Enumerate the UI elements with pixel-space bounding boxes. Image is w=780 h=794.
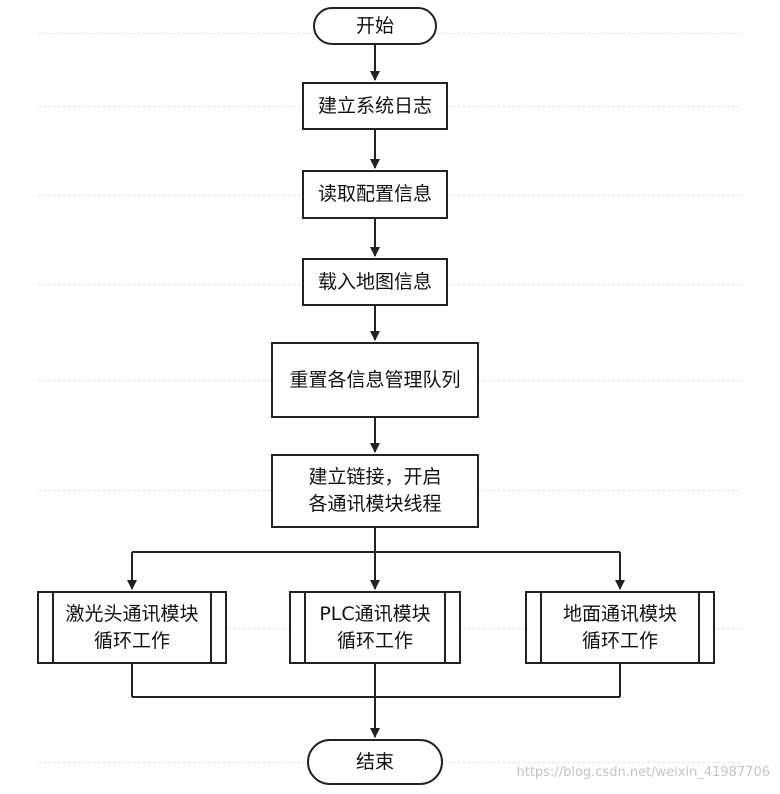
branch-label-line2: 循环工作 (336, 629, 413, 652)
end-node: 结束 (307, 739, 443, 785)
branch-ground-comm: 地面通讯模块 循环工作 (525, 591, 715, 664)
branch-laser-head-comm: 激光头通讯模块 循环工作 (37, 591, 227, 664)
step-label: 载入地图信息 (317, 270, 432, 293)
step-load-map: 载入地图信息 (302, 258, 448, 306)
branch-label-line1: PLC通讯模块 (319, 602, 431, 625)
step-read-config: 读取配置信息 (302, 170, 448, 219)
branch-plc-comm: PLC通讯模块 循环工作 (289, 591, 461, 664)
watermark-url: https://blog.csdn.net/weixin_41987706 (516, 765, 770, 780)
branch-label-line2: 循环工作 (93, 629, 170, 652)
step-reset-queues: 重置各信息管理队列 (271, 342, 479, 418)
step-label-line2: 各通讯模块线程 (308, 493, 442, 515)
branch-label-line1: 激光头通讯模块 (65, 602, 199, 625)
start-node: 开始 (313, 7, 437, 45)
branch-label-line1: 地面通讯模块 (562, 602, 677, 625)
step-label: 重置各信息管理队列 (289, 368, 461, 391)
step-label: 读取配置信息 (317, 183, 432, 205)
end-label: 结束 (355, 750, 394, 773)
branch-label-line2: 循环工作 (581, 629, 658, 652)
start-label: 开始 (355, 14, 394, 37)
step-create-system-log: 建立系统日志 (302, 82, 448, 130)
step-label-line1: 建立链接，开启 (308, 466, 442, 488)
step-connect-threads: 建立链接，开启 各通讯模块线程 (271, 454, 479, 528)
step-label: 建立系统日志 (317, 94, 432, 117)
